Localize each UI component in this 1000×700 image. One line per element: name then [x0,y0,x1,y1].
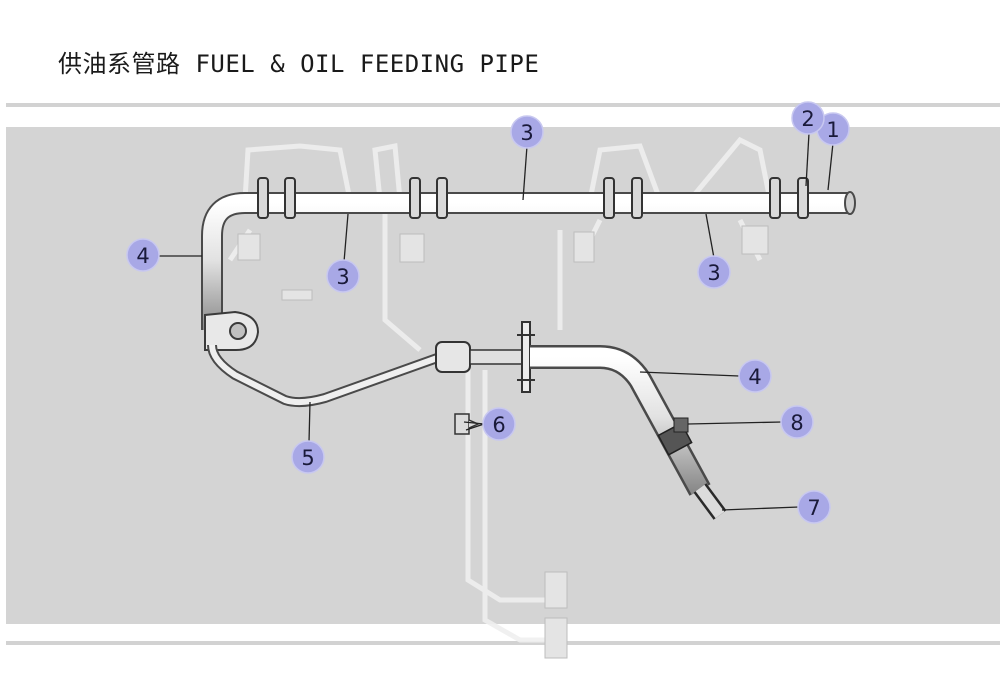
callout-4-right-label: 4 [748,365,761,389]
background-engine-ghost [227,136,773,643]
callout-3-right: 3 [697,255,731,289]
leader-lines [158,132,834,511]
callout-2: 2 [791,101,825,135]
callout-4-left: 4 [126,238,160,272]
pipe-flange [517,321,535,393]
callout-3-left-label: 3 [336,265,349,289]
callout-7-label: 7 [807,496,820,520]
callout-3-left: 3 [326,259,360,293]
callout-1: 1 [816,112,850,146]
callout-2-label: 2 [801,107,814,131]
callout-7: 7 [797,490,831,524]
union-fitting [657,417,727,520]
feed-pipe [530,345,711,496]
callout-8-label: 8 [790,411,803,435]
bottom-divider [6,641,1000,645]
callout-4-left-label: 4 [136,244,149,268]
rail-clamps [257,177,809,219]
callout-4-right: 4 [738,359,772,393]
callout-3-top-label: 3 [520,121,533,145]
callout-5-label: 5 [301,446,314,470]
callout-3-top: 3 [510,115,544,149]
diagram-title: 供油系管路 FUEL & OIL FEEDING PIPE [58,50,540,78]
callout-6-label: 6 [492,413,505,437]
callout-3-right-label: 3 [707,261,720,285]
callout-6: 6 [482,407,516,441]
callout-8: 8 [780,405,814,439]
background-fittings-ghost [237,225,769,659]
fuel-rail-pipe [201,191,856,330]
top-divider [6,103,1000,107]
pipe-coupling [435,341,526,373]
callout-1-label: 1 [826,118,839,142]
callout-5: 5 [291,440,325,474]
mounting-bracket [204,310,260,351]
return-pipe [207,344,442,408]
pipe-clip [454,413,480,435]
